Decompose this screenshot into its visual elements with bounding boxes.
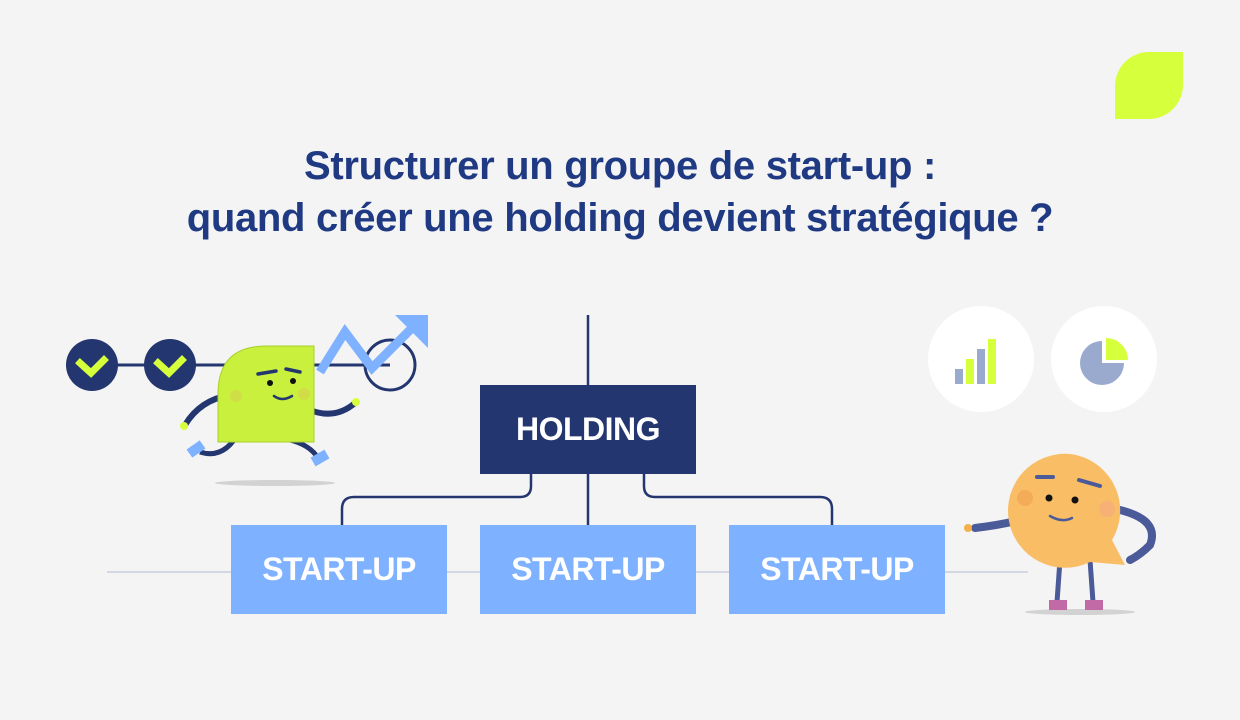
startup-box-1: START-UP <box>231 525 447 614</box>
title-line-1: Structurer un groupe de start-up : <box>303 144 937 188</box>
startup-box-3: START-UP <box>729 525 945 614</box>
check-icon <box>66 339 118 391</box>
leaf-logo-icon <box>1115 52 1183 119</box>
holding-box: HOLDING <box>480 385 696 474</box>
trend-arrow-icon <box>316 315 428 375</box>
check-icon <box>144 339 196 391</box>
startup-box-2: START-UP <box>480 525 696 614</box>
pie-chart-icon <box>1051 306 1157 412</box>
title-line-2: quand créer une holding devient stratégi… <box>186 196 1054 240</box>
running-leaf-mascot <box>180 345 360 486</box>
page-title: Structurer un groupe de start-up : quand… <box>0 140 1240 244</box>
bar-chart-icon <box>928 306 1034 412</box>
